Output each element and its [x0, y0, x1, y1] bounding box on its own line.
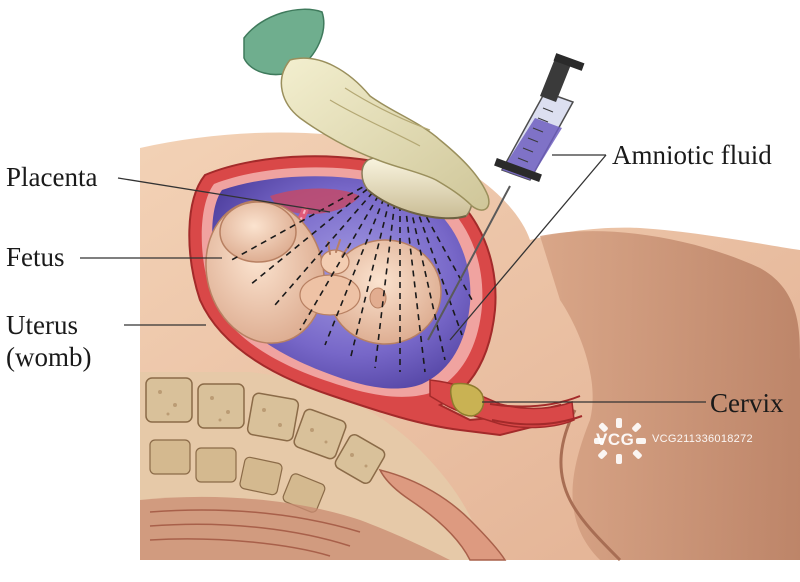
muscle-layer [140, 496, 450, 560]
watermark-brand: VCG [596, 430, 635, 449]
syringe-needle [427, 185, 511, 341]
watermark-id: VCG211336018272 [652, 433, 753, 445]
cervix-plug [449, 382, 485, 417]
ultrasound-beams [227, 181, 473, 373]
leader-placenta [117, 177, 331, 213]
glove [280, 57, 490, 211]
watermark: VCG VCG211336018272 [592, 416, 792, 466]
placenta [270, 188, 360, 214]
placenta-label: Placenta [6, 162, 98, 192]
muscle-striations [149, 509, 361, 557]
womb-label: (womb) [6, 342, 92, 372]
fetus-legs [219, 201, 297, 263]
uterus-label: Uterus [6, 310, 78, 340]
cervix-label: Cervix [710, 388, 784, 418]
syringe-plunger [540, 56, 572, 102]
leader-lines [80, 154, 706, 403]
vcg-logo-icon [594, 418, 646, 464]
fetus-label: Fetus [6, 242, 65, 272]
syringe [427, 53, 585, 341]
gloved-hand [243, 8, 490, 211]
rectum [378, 468, 507, 561]
bone-texture [158, 390, 368, 468]
syringe-fluid [502, 118, 562, 180]
vaginal-canal [489, 395, 583, 426]
vertebrae [145, 377, 386, 513]
maternal-thigh [540, 231, 800, 560]
leader-amniotic-fluid [449, 154, 607, 341]
amniotic-fluid-label: Amniotic fluid [612, 140, 772, 170]
thigh-crease [559, 409, 622, 562]
